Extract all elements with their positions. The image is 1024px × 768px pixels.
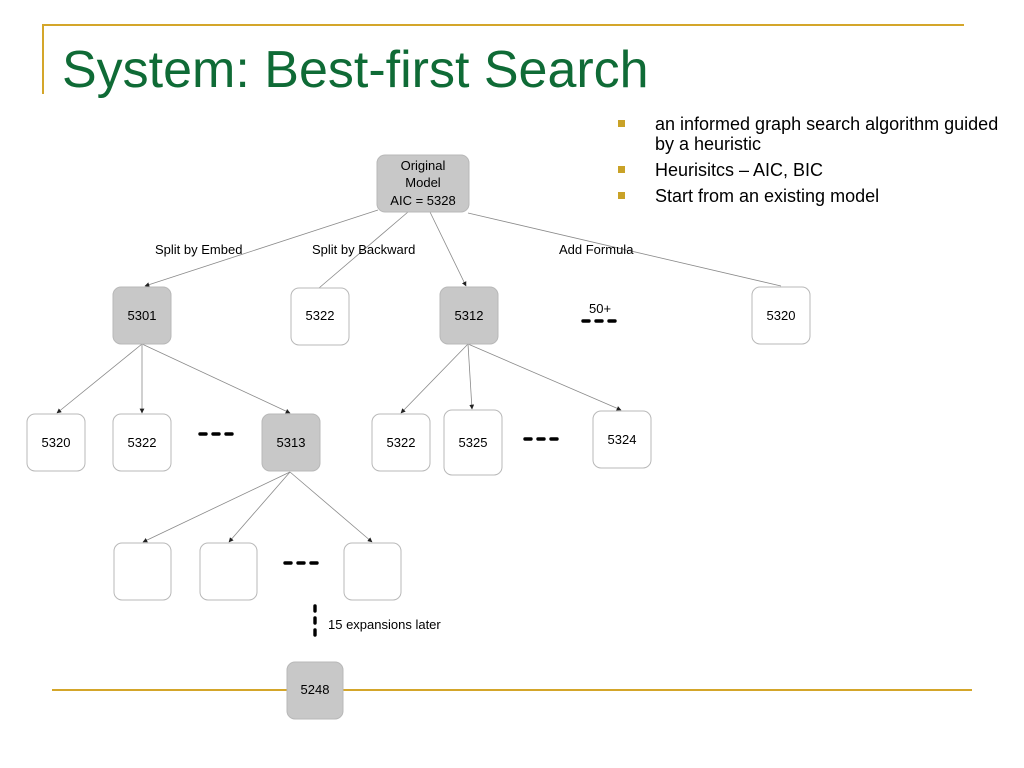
node-5324: 5324 [592,410,652,469]
node-root-line-3: AIC = 5328 [390,193,455,208]
node-empty [113,542,172,601]
node-5312: 5312 [439,286,499,345]
edge-root-to-5301 [144,209,379,287]
node-box [112,286,172,345]
bullet-item: an informed graph search algorithm guide… [614,114,1014,154]
node-box [290,287,350,346]
edge-5301-to-5313 [141,343,291,414]
node-box [112,413,172,472]
node-value: 5301 [128,308,157,323]
node-value: 5324 [608,432,637,447]
node-value: 5248 [301,682,330,697]
node-5322-level2-left: 5322 [112,413,172,472]
square-bullet-icon [618,192,625,199]
node-5301: 5301 [112,286,172,345]
node-empty [199,542,258,601]
edge-root-to-5312 [429,211,467,287]
edge-5312-to-5322 [400,343,469,414]
node-5322-level1: 5322 [290,287,350,346]
node-box [376,154,470,213]
more-children-count: 50+ [589,301,611,316]
node-value: 5313 [277,435,306,450]
node-value: 5322 [306,308,335,323]
node-box [751,286,811,345]
node-box [439,286,499,345]
node-box [592,410,652,469]
node-box [286,661,344,720]
node-root-line-1: Original [401,158,446,173]
edge-root-to-5322 [318,211,409,289]
tree-edges [56,209,782,543]
node-5320-level1: 5320 [751,286,811,345]
node-5322-level2-right: 5322 [371,413,431,472]
node-value: 5312 [455,308,484,323]
node-value: 5320 [42,435,71,450]
node-5313: 5313 [261,413,321,472]
bullet-item: Heurisitcs – AIC, BIC [614,160,1014,180]
edge-5312-to-5325 [467,343,475,410]
node-value: 5325 [459,435,488,450]
square-bullet-icon [618,120,625,127]
node-empty [343,542,402,601]
expansions-note: 15 expansions later [328,617,441,632]
node-5320-level2: 5320 [26,413,86,472]
node-5325: 5325 [443,409,503,476]
edge-5313-to-leaf-a [142,471,291,543]
square-bullet-icon [618,166,625,173]
edge-root-to-5320 [467,212,782,287]
edge-5313-to-leaf-c [289,471,373,543]
node-box [26,413,86,472]
node-value: 5320 [767,308,796,323]
edge-5301-to-5320 [56,343,143,414]
node-value: 5322 [128,435,157,450]
edge-label-split-backward: Split by Backward [312,242,415,257]
edge-label-add-formula: Add Formula [559,242,634,257]
node-5248: 5248 [286,661,344,720]
node-root: Original Model AIC = 5328 [376,154,470,213]
node-box [371,413,431,472]
edge-label-split-embed: Split by Embed [155,242,242,257]
node-box [443,409,503,476]
bullet-list: an informed graph search algorithm guide… [614,114,1014,212]
title-left-rule [42,24,44,94]
edge-5313-to-leaf-b [228,471,291,543]
footer-rule [52,689,972,691]
bullet-text: an informed graph search algorithm guide… [655,114,999,154]
edge-5312-to-5324 [467,343,622,411]
node-root-line-2: Model [405,175,441,190]
title-top-rule [42,24,964,26]
bullet-text: Heurisitcs – AIC, BIC [655,160,824,180]
bullet-item: Start from an existing model [614,186,1014,206]
bullet-text: Start from an existing model [655,186,880,206]
slide-title: System: Best-first Search [62,41,649,99]
node-box [261,413,321,472]
node-value: 5322 [387,435,416,450]
